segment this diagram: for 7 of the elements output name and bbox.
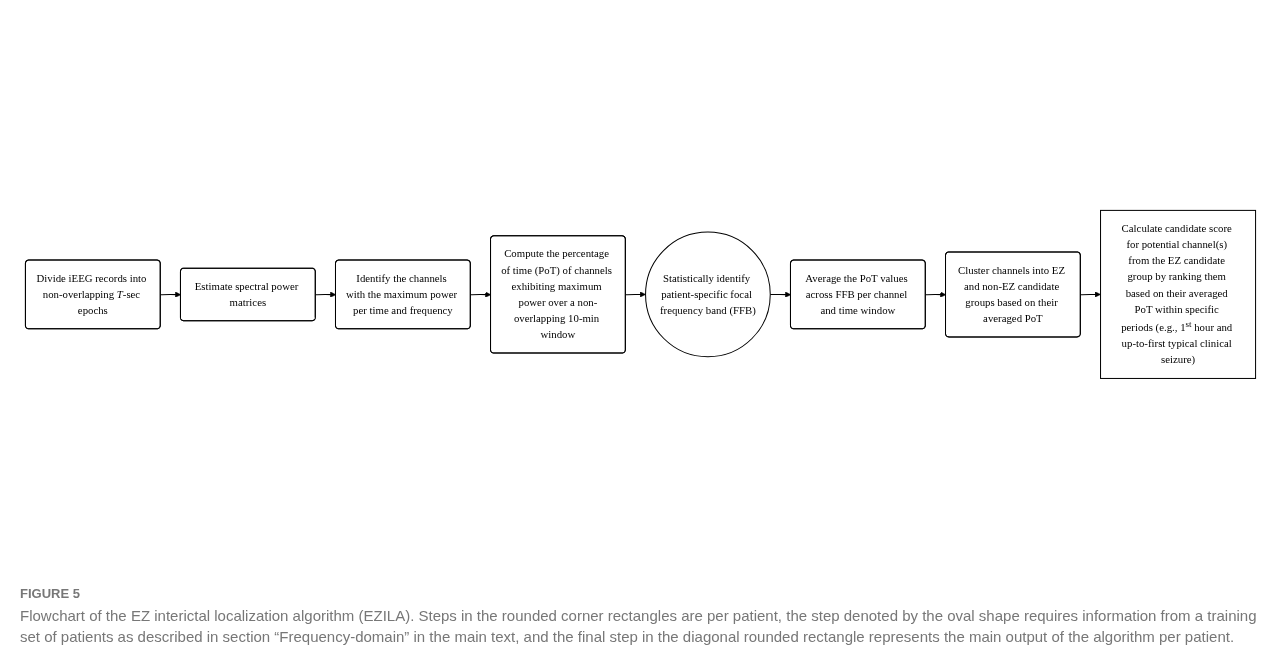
figure-title: FIGURE 5 (20, 586, 81, 601)
figure-caption: Flowchart of the EZ interictal localization algorithm (EZILA). Steps in the rounded corner rectangles are per patient, the step denoted by the oval shape requires information from a training set of patients as described in section “Frequency-domain” in the main text, and the final step in the diagonal rounded rectangle represents the main output of the algorithm per patient. (20, 606, 1258, 647)
node-box (1100, 209, 1257, 379)
arrow (1080, 291, 1101, 297)
node-circle (645, 231, 771, 357)
flowchart-drawing: Divide iEEG records into non-overlapping T-sec epochs Estimate spectral power matrices Identify the channels with the maximum power per time and frequency Compute the percentage of time (PoT) of channels exhibiting maximum power over a non-overlapping 10-min window Statistically identify patient-specific focal frequency band (FFB) Average the PoT values across FFB per channel and time window Cluster channels into EZ and non-EZ candidate groups based on their averaged PoT Calculate candidate score for potential channel(s) from the EZ candidate group by ranking them based on their averaged PoT within specific periods (e.g., 1$^{st}$ hour and up-to-first typical clinical seizure) (20, 204, 1261, 384)
arrow (625, 291, 646, 297)
